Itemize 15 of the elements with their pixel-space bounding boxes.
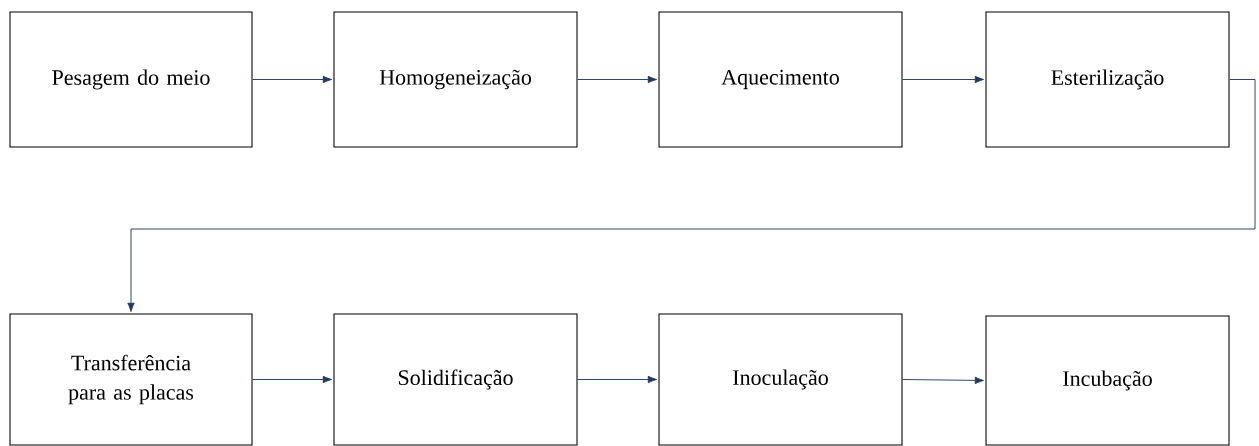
process-box: Inoculação <box>658 313 903 446</box>
process-box: Pesagem do meio <box>9 11 253 148</box>
process-box: Homogeneização <box>333 11 578 148</box>
arrow <box>577 75 657 84</box>
process-box: Incubação <box>985 315 1230 446</box>
arrow <box>252 75 332 84</box>
arrow <box>252 375 332 384</box>
process-box: Esterilização <box>985 11 1230 148</box>
arrow <box>577 375 657 384</box>
arrow <box>902 376 985 385</box>
process-box: Solidificação <box>333 313 578 446</box>
arrow <box>902 75 985 84</box>
process-box: Aquecimento <box>658 11 903 148</box>
process-box: Transferência para as placas <box>9 313 253 446</box>
arrow <box>127 79 1256 312</box>
